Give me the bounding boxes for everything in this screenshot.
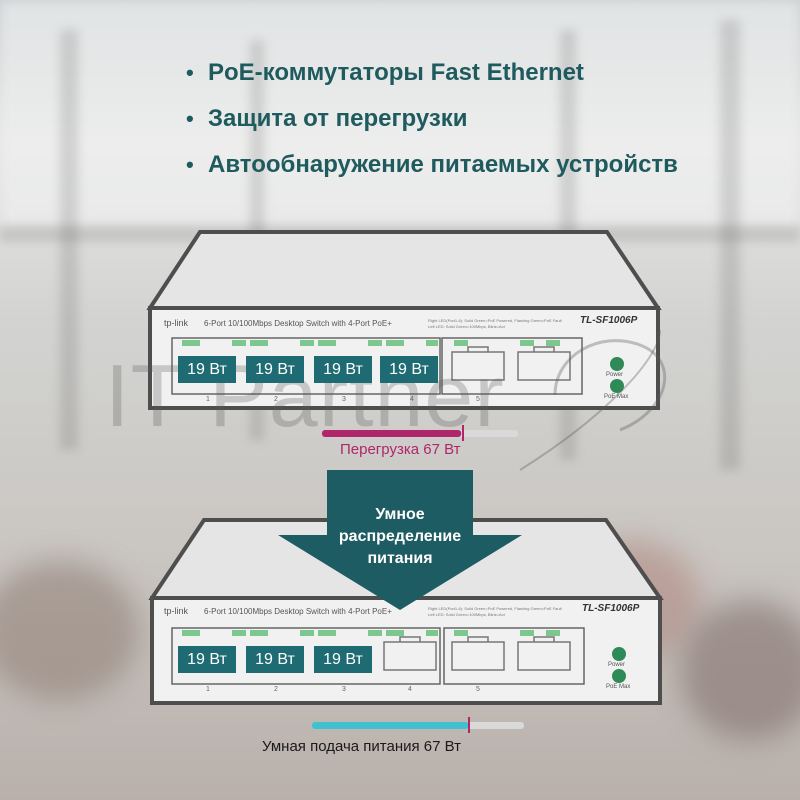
feature-item: • PoE-коммутаторы Fast Ethernet <box>186 50 678 96</box>
port-power-badge: 19 Вт <box>178 646 236 673</box>
switch-bottom-legend-line: Left LED: Solid Green=100Mbps, Blink=Act <box>428 612 505 617</box>
switch-bottom-brand: tp-link <box>164 606 189 616</box>
switch-bottom-port-number: 1 <box>206 686 210 693</box>
switch-top-port-leds <box>182 340 560 346</box>
smart-bar-marker <box>468 717 470 733</box>
switch-bottom-port-number: 3 <box>342 686 346 693</box>
switch-top-port-number: 4 <box>410 396 414 403</box>
switch-top-power-label: Power <box>606 372 624 378</box>
smart-bar-fill <box>312 722 469 729</box>
switch-bottom-power-label: Power <box>608 662 626 668</box>
feature-item: • Автообнаружение питаемых устройств <box>186 142 678 188</box>
smart-bar <box>312 717 524 733</box>
switch-bottom-empty-ports <box>383 636 571 671</box>
switch-bottom-front <box>150 596 662 705</box>
overload-bar <box>322 425 518 441</box>
bullet-dot: • <box>186 106 194 131</box>
switch-top-model: TL-SF1006P <box>580 315 638 326</box>
arrow-caption-line: Умное <box>375 506 425 523</box>
switch-bottom-legend-line: Right LED(Port1-6): Solid Green=PoE Powe… <box>428 606 562 611</box>
arrow-caption: Умное распределение питания <box>320 504 480 570</box>
port-power-badge: 19 Вт <box>178 356 236 383</box>
switch-top-description: 6-Port 10/100Mbps Desktop Switch with 4-… <box>204 319 392 328</box>
switch-top-legend-line: Right LED(Port1-6): Solid Green=PoE Powe… <box>428 318 562 323</box>
bullet-dot: • <box>186 60 194 85</box>
switch-bottom-legend: Right LED(Port1-6): Solid Green=PoE Powe… <box>428 606 562 618</box>
switch-top-empty-ports <box>451 346 571 381</box>
port-power-badge: 19 Вт <box>246 356 304 383</box>
overload-bar-marker <box>462 425 464 441</box>
overload-label: Перегрузка 67 Вт <box>340 441 461 458</box>
switch-bottom-poe-max-label: PoE Max <box>606 684 631 690</box>
feature-item: • Защита от перегрузки <box>186 96 678 142</box>
bullet-dot: • <box>186 152 194 177</box>
switch-bottom-description: 6-Port 10/100Mbps Desktop Switch with 4-… <box>204 607 392 616</box>
switch-bottom-port-leds <box>182 630 560 636</box>
switch-top-legend-line: Left LED: Solid Green=100Mbps, Blink=Act <box>428 324 505 329</box>
switch-bottom-port-number: 5 <box>476 686 480 693</box>
switch-top-power-led <box>610 357 624 371</box>
feature-text: Защита от перегрузки <box>208 105 468 132</box>
arrow-caption-line: питания <box>367 550 433 567</box>
switch-bottom-port-number: 2 <box>274 686 278 693</box>
switch-bottom-model: TL-SF1006P <box>582 603 640 614</box>
watermark-text: IT Partner <box>105 346 505 445</box>
switch-top-port-blocks <box>171 337 583 395</box>
switch-bottom-port-blocks <box>171 627 585 685</box>
switch-bottom-power-led <box>612 647 626 661</box>
feature-list: • PoE-коммутаторы Fast Ethernet • Защита о… <box>186 50 678 188</box>
feature-text: Автообнаружение питаемых устройств <box>208 151 678 178</box>
smart-power-label: Умная подача питания 67 Вт <box>262 738 462 755</box>
overload-bar-fill <box>322 430 462 437</box>
switch-top-legend: Right LED(Port1-6): Solid Green=PoE Powe… <box>428 318 562 330</box>
feature-text: PoE-коммутаторы Fast Ethernet <box>208 59 584 86</box>
switch-top-port-number: 3 <box>342 396 346 403</box>
switch-bottom-poe-max-led <box>612 669 626 683</box>
port-power-badge: 19 Вт <box>314 356 372 383</box>
port-power-badge: 19 Вт <box>246 646 304 673</box>
switch-top-brand: tp-link <box>164 318 189 328</box>
port-power-badge: 19 Вт <box>314 646 372 673</box>
switch-top-lid <box>146 230 662 310</box>
port-power-badge: 19 Вт <box>380 356 438 383</box>
watermark-swoosh <box>519 329 667 471</box>
arrow-caption-line: распределение <box>338 528 462 545</box>
switch-top-poe-max-led <box>610 379 624 393</box>
switch-top-port-number: 2 <box>274 396 278 403</box>
switch-bottom-port-number: 4 <box>408 686 412 693</box>
switch-top-port-number: 5 <box>476 396 480 403</box>
switch-top-poe-max-label: PoE Max <box>604 394 629 400</box>
down-arrow <box>278 470 522 610</box>
switch-top-port-number: 1 <box>206 396 210 403</box>
